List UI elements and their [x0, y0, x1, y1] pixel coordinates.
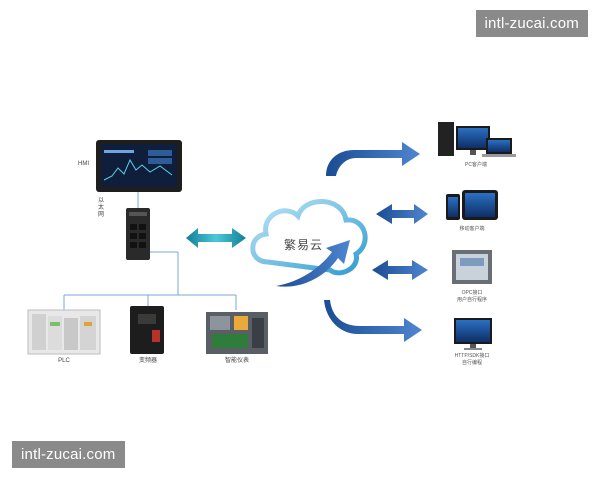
arrow-to-http-sdk [324, 300, 422, 342]
connection-lines [63, 192, 237, 310]
opc-interface-icon [452, 250, 492, 284]
pc-client-icon [438, 122, 516, 157]
plc-device [27, 309, 101, 355]
teal-bidirectional-arrow [186, 228, 246, 248]
ethernet-label: 以太网 [97, 198, 104, 218]
client-label-http-line2: 自行编程 [461, 360, 482, 366]
http-sdk-icon [454, 318, 492, 350]
smart-meter-device [206, 312, 268, 354]
arrow-to-mobile-client [376, 204, 428, 224]
ethernet-switch [126, 208, 150, 260]
arrow-to-opc-interface [372, 260, 428, 280]
mobile-client-icon [446, 190, 498, 220]
cloud-label: 繁易云 [284, 238, 324, 252]
hmi-device [96, 140, 182, 192]
client-label-opc-line1: OPC接口 [461, 290, 483, 296]
arrow-to-pc-client [326, 142, 420, 176]
client-label-pc: PC客户端 [465, 162, 487, 168]
client-label-opc-line2: 用户自行程序 [456, 297, 487, 303]
device-label-inverter: 变频器 [138, 358, 157, 364]
hmi-label: HMI [78, 161, 89, 167]
watermark-bottom: intl-zucai.com [12, 441, 125, 468]
client-label-http-line1: HTTP/SDK接口 [454, 353, 490, 359]
client-label-mobile: 移动客户端 [459, 226, 485, 232]
device-label-smart-meter: 智能仪表 [224, 358, 249, 364]
watermark-top: intl-zucai.com [475, 10, 588, 37]
device-label-plc: PLC [58, 358, 70, 364]
inverter-device [130, 306, 164, 354]
cloud-icon [250, 199, 368, 287]
